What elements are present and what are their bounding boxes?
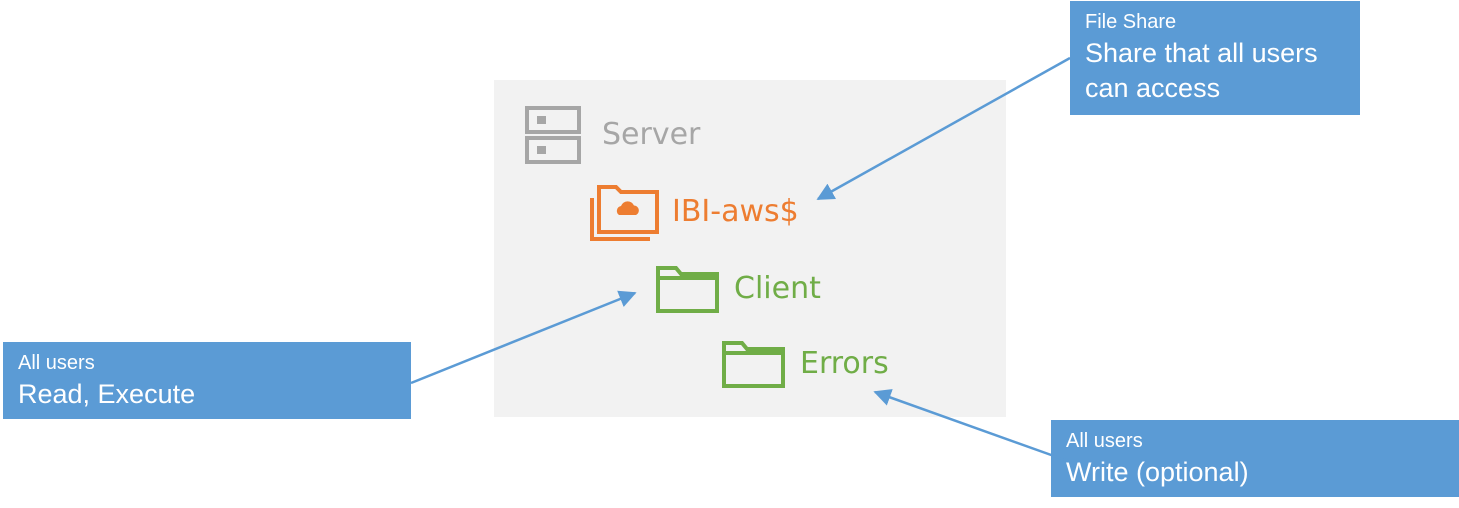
errors-folder-node: Errors <box>722 339 889 389</box>
callout-body: Read, Execute <box>18 379 196 409</box>
server-node: Server <box>525 105 700 165</box>
folder-icon <box>656 266 719 313</box>
write-permission-callout: All users Write (optional) <box>1051 420 1459 497</box>
client-folder-node: Client <box>656 264 821 314</box>
share-label: IBI-aws$ <box>672 194 799 229</box>
callout-title: All users <box>18 352 95 374</box>
server-icon <box>525 106 581 164</box>
server-label: Server <box>602 117 701 152</box>
callout-body: Share that all users can access <box>1085 38 1318 103</box>
file-share-callout: File Share Share that all users can acce… <box>1070 1 1360 115</box>
callout-body: Write (optional) <box>1066 457 1249 487</box>
client-folder-label: Client <box>734 271 821 306</box>
callout-title: File Share <box>1085 11 1177 33</box>
callout-title: All users <box>1066 430 1143 452</box>
read-permission-callout: All users Read, Execute <box>3 342 411 419</box>
share-node: IBI-aws$ <box>588 182 799 242</box>
errors-folder-label: Errors <box>800 346 889 381</box>
folder-icon <box>722 341 785 388</box>
shared-cloud-folder-icon <box>590 185 659 241</box>
